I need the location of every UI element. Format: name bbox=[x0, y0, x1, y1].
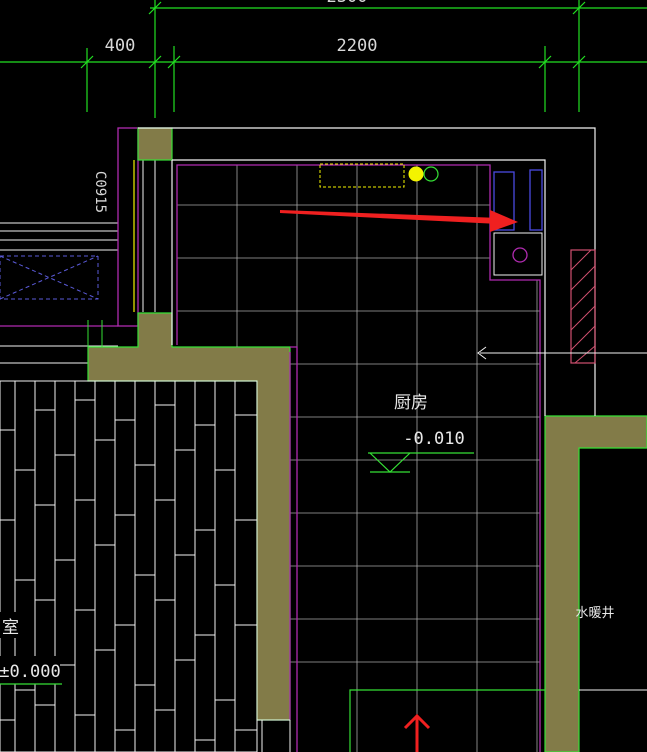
pipe-box bbox=[493, 232, 543, 276]
dimension-tick bbox=[167, 55, 181, 69]
text-mask bbox=[0, 656, 60, 684]
dimension-tick bbox=[572, 55, 586, 69]
hatch-line bbox=[574, 345, 596, 364]
fixtures bbox=[319, 163, 543, 276]
dashed-box bbox=[0, 255, 99, 300]
door-frame-line bbox=[349, 689, 545, 752]
window-tag: C0915 bbox=[92, 171, 108, 213]
wood-floor-border bbox=[0, 380, 258, 752]
text-mask bbox=[0, 612, 22, 638]
window-frame bbox=[117, 127, 139, 327]
blue-cabinet-box bbox=[493, 171, 515, 231]
dashed-diagonal bbox=[0, 255, 99, 300]
wood-floor bbox=[0, 380, 258, 752]
dimension-tick bbox=[538, 55, 552, 69]
red-arrow-head bbox=[490, 210, 518, 232]
dashed-diagonal bbox=[0, 255, 99, 300]
pipe-circle bbox=[512, 247, 528, 263]
shaft-label: 水暖井 bbox=[575, 606, 614, 621]
hatch-line bbox=[570, 265, 596, 291]
dashed-fixture bbox=[319, 163, 405, 188]
blue-cabinet-box bbox=[529, 169, 543, 231]
purple-cabinet-line bbox=[290, 346, 298, 752]
dimension-tick bbox=[148, 55, 162, 69]
room-label-kitchen: 厨房 bbox=[394, 393, 428, 413]
dimension-label-400: 400 bbox=[105, 36, 136, 56]
dimension-label-top: 2300 bbox=[327, 0, 368, 7]
dimension-tick bbox=[572, 1, 586, 15]
yellow-fixture-dot bbox=[408, 166, 424, 182]
bottom-door-area bbox=[257, 689, 545, 752]
elevation-label-kitchen: -0.010 bbox=[403, 429, 464, 449]
room-label-left: 室 bbox=[2, 618, 19, 638]
red-arrow-shaft bbox=[280, 210, 500, 224]
hatch-line bbox=[570, 305, 596, 331]
green-fixture-circle bbox=[423, 166, 439, 182]
hatch-line bbox=[570, 285, 596, 311]
hatched-column bbox=[570, 249, 596, 364]
hatch-line bbox=[570, 249, 592, 271]
red-annotation-arrow bbox=[280, 210, 518, 232]
dimension-tick bbox=[148, 1, 162, 15]
hatch-lines bbox=[570, 249, 596, 364]
dimension-tick bbox=[80, 55, 94, 69]
dimension-label-2200: 2200 bbox=[337, 36, 378, 56]
inner-wall-line bbox=[172, 159, 546, 416]
leader-arrowhead bbox=[477, 346, 487, 360]
wood-plank-joints bbox=[0, 399, 257, 741]
elevation-label-left: ±0.000 bbox=[0, 662, 61, 682]
elevation-symbol bbox=[368, 452, 474, 473]
wall-column-top bbox=[137, 127, 173, 161]
dimension-group bbox=[0, 0, 647, 118]
hatch-line bbox=[570, 325, 596, 351]
wall-right bbox=[544, 415, 647, 752]
